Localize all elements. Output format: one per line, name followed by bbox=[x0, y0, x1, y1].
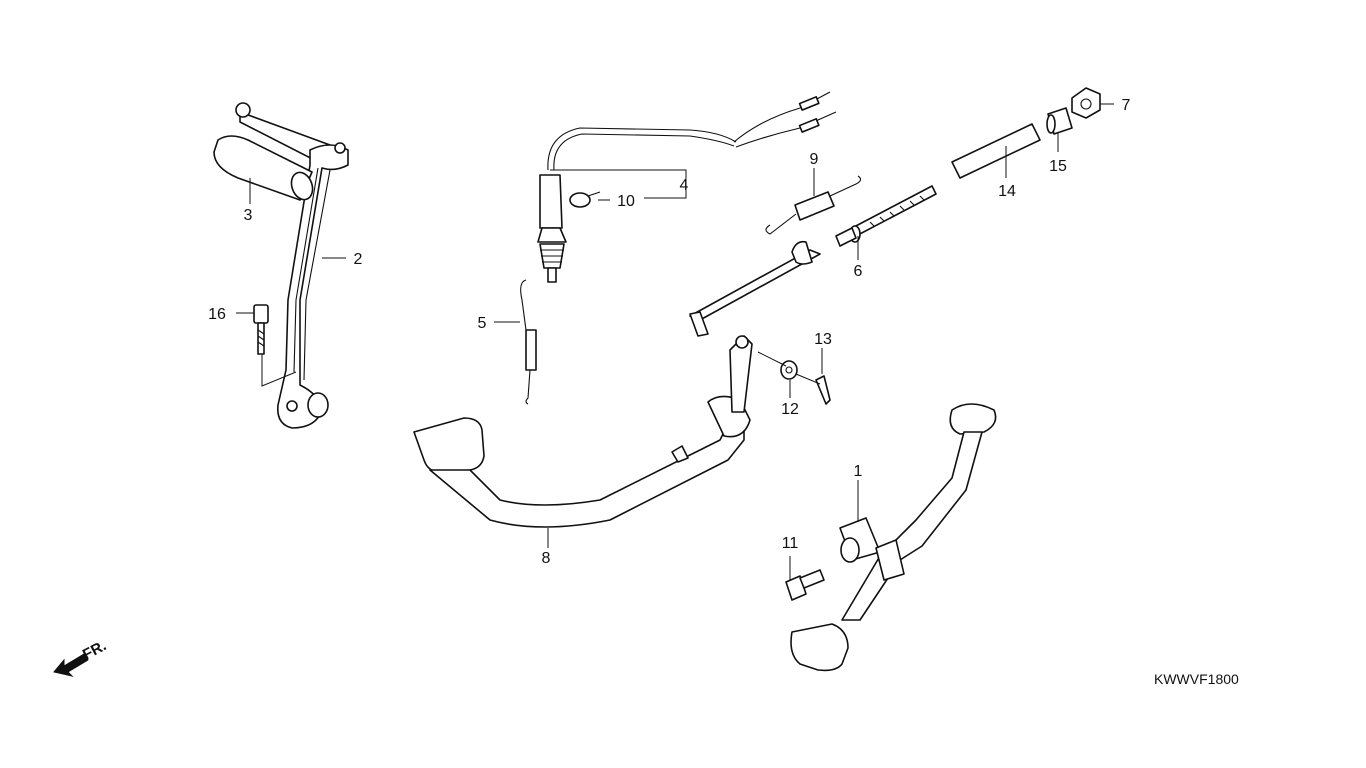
clip-10 bbox=[569, 191, 601, 208]
callout-12: 12 bbox=[781, 401, 799, 418]
brake-rod-6 bbox=[689, 185, 937, 337]
callout-1: 1 bbox=[854, 463, 863, 480]
joint-15 bbox=[1046, 107, 1073, 135]
callout-4: 4 bbox=[680, 177, 689, 194]
kick-starter-arm bbox=[235, 102, 349, 429]
adjusting-nut-7 bbox=[1071, 87, 1101, 119]
callout-3: 3 bbox=[244, 207, 253, 224]
spring-14 bbox=[951, 123, 1041, 179]
callout-16: 16 bbox=[208, 306, 226, 323]
callout-5: 5 bbox=[478, 315, 487, 332]
cotter-pin-13 bbox=[815, 375, 831, 405]
callout-9: 9 bbox=[810, 151, 819, 168]
callout-10: 10 bbox=[617, 193, 635, 210]
callout-15: 15 bbox=[1049, 158, 1067, 175]
callout-11: 11 bbox=[782, 535, 799, 552]
brake-pedal-8 bbox=[413, 335, 753, 528]
kick-rubber bbox=[213, 135, 314, 201]
callout-14: 14 bbox=[998, 183, 1016, 200]
front-arrow-icon bbox=[53, 653, 89, 677]
drawing-code: KWWVF1800 bbox=[1154, 671, 1239, 687]
callout-13: 13 bbox=[814, 331, 832, 348]
callout-2: 2 bbox=[354, 251, 363, 268]
callout-6: 6 bbox=[854, 263, 863, 280]
bolt-11 bbox=[785, 569, 825, 601]
front-direction-indicator: FR. bbox=[53, 637, 109, 677]
washer-12 bbox=[780, 360, 798, 380]
side-stand-1 bbox=[790, 403, 997, 672]
spring-9 bbox=[765, 175, 862, 235]
stop-switch bbox=[537, 91, 837, 283]
return-spring-5 bbox=[520, 279, 537, 405]
callout-8: 8 bbox=[542, 550, 551, 567]
leader-lines bbox=[236, 103, 1114, 580]
bolt-16 bbox=[253, 304, 269, 355]
callout-labels: 1 2 3 4 5 6 7 8 9 10 11 12 13 14 15 16 bbox=[208, 97, 1130, 567]
callout-7: 7 bbox=[1122, 97, 1131, 114]
